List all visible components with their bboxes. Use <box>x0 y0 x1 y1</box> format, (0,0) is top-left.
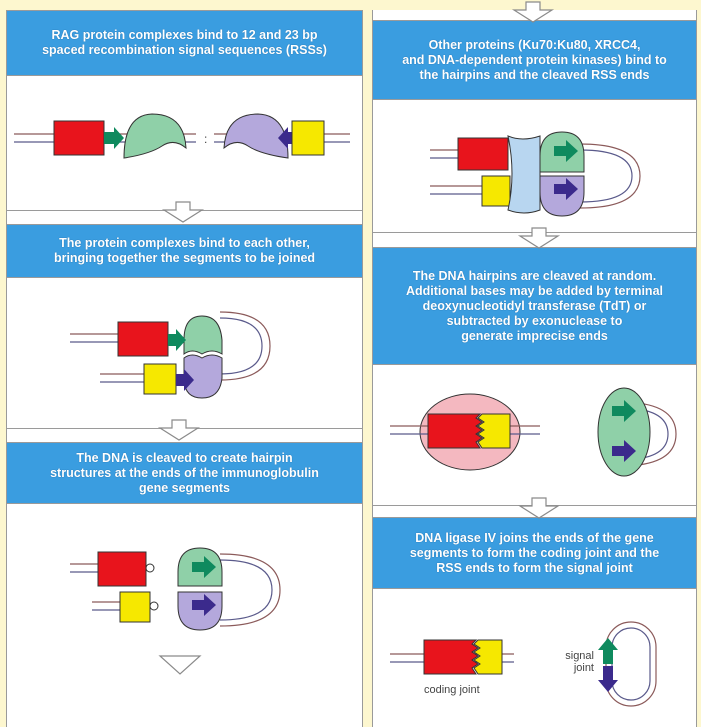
rss-arrow-purple <box>192 594 216 616</box>
down-arrow-3 <box>158 655 202 675</box>
gene-segment-red <box>457 137 509 171</box>
rag-complex-lavender <box>177 591 223 631</box>
green-complex <box>597 387 651 477</box>
gene-segment-red <box>117 321 169 357</box>
rss-arrow-green <box>192 556 216 578</box>
down-arrow-1 <box>161 201 205 223</box>
ku-protein-complex <box>507 135 541 214</box>
rss-arrow-purple <box>176 369 194 391</box>
gene-segment-yellow <box>481 175 511 207</box>
signal-arrow-green <box>598 638 618 664</box>
rag-complex-green <box>183 315 223 355</box>
down-arrow-6 <box>517 497 561 519</box>
gene-segment-red <box>97 551 147 587</box>
step5-figure <box>390 387 677 477</box>
step2-header: The protein complexes bind to each other… <box>7 224 362 278</box>
gene-segment-yellow <box>119 591 151 623</box>
step3-header: The DNA is cleaved to create hairpin str… <box>7 442 362 504</box>
step4-figure <box>430 131 641 217</box>
rss-arrow-green <box>104 127 124 149</box>
coding-joint-yellow <box>473 639 503 675</box>
signal-joint-label: signal joint <box>565 650 594 674</box>
down-arrow-4 <box>511 1 555 23</box>
signal-joint-loop-inner <box>611 627 651 701</box>
rss-arrow-green <box>612 400 636 422</box>
rag-complex-lavender <box>223 113 289 159</box>
coding-joint-label: coding joint <box>424 684 480 696</box>
svg-text::: : <box>204 132 207 146</box>
down-arrow-5 <box>517 227 561 249</box>
gene-segment-yellow <box>477 413 511 449</box>
right-column: Other proteins (Ku70:Ku80, XRCC4, and DN… <box>372 10 697 727</box>
signal-joint-loop-outer <box>605 621 657 707</box>
rss-arrow-purple <box>612 440 636 462</box>
coding-joint-red <box>423 639 479 675</box>
step2-figure <box>70 311 271 399</box>
step4-header: Other proteins (Ku70:Ku80, XRCC4, and DN… <box>373 20 696 100</box>
step6-figure <box>390 621 657 707</box>
rss-arrow-green <box>554 140 578 162</box>
step5-header: The DNA hairpins are cleaved at random. … <box>373 247 696 365</box>
gene-segment-yellow <box>291 120 325 156</box>
rss-arrow-purple <box>554 178 578 200</box>
gene-segment-yellow <box>143 363 177 395</box>
step1-figure: : <box>14 113 350 159</box>
rss-arrow-green <box>168 329 186 351</box>
rag-complex-lavender <box>539 175 585 217</box>
signal-arrow-purple <box>598 666 618 692</box>
step1-header: RAG protein complexes bind to 12 and 23 … <box>7 10 362 76</box>
rag-complex-lavender <box>183 354 223 399</box>
step6-header: DNA ligase IV joins the ends of the gene… <box>373 517 696 589</box>
rag-complex-green <box>123 113 187 159</box>
gene-segment-red <box>53 120 105 156</box>
down-arrow-2 <box>157 419 201 441</box>
gene-segment-red <box>427 413 483 449</box>
step3-figure <box>70 547 281 631</box>
